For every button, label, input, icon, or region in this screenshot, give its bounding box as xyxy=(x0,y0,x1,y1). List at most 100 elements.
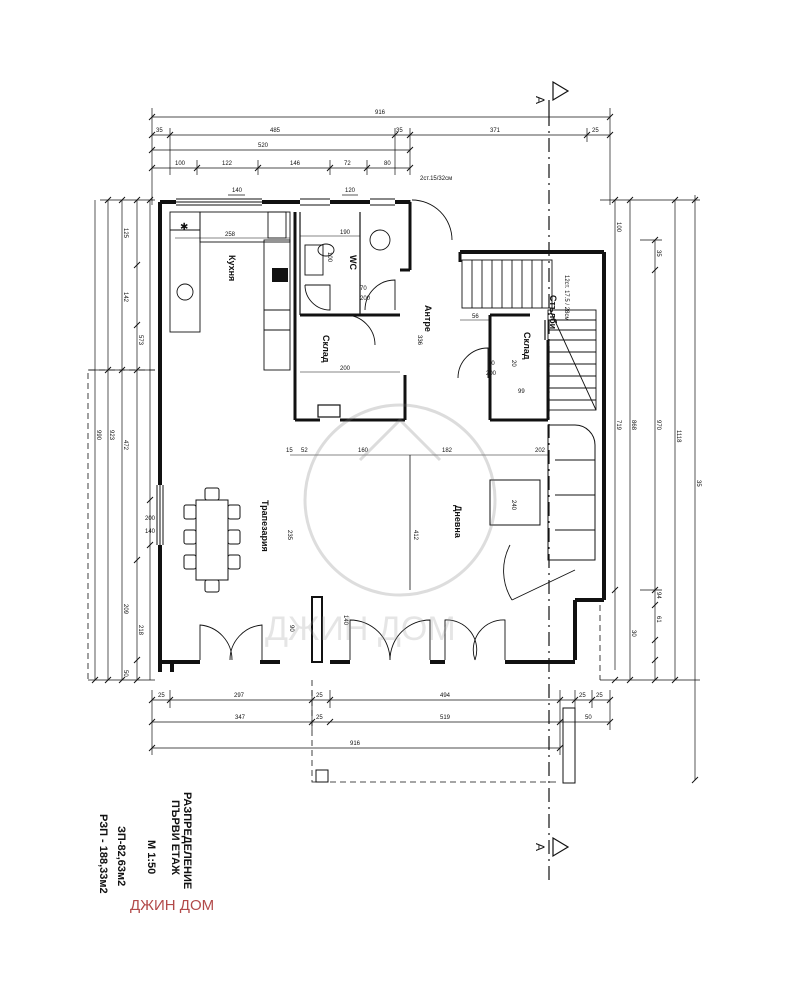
dim-top-b1: 520 xyxy=(258,143,269,149)
terrace-post xyxy=(315,769,329,783)
dim-right-3: 970 xyxy=(655,420,661,431)
dim-bottom-a1: 25 xyxy=(158,693,165,699)
dim-s70: 70 xyxy=(488,361,495,367)
dim-bottom-b1: 347 xyxy=(235,715,246,721)
bottom-dimension-lines xyxy=(151,690,611,755)
dim-right-6: 35 xyxy=(655,250,661,257)
west-window xyxy=(156,485,164,545)
dim-left-0: 125 xyxy=(122,228,128,239)
hob-icon: ✱ xyxy=(180,222,188,233)
dim-right-7: 94 xyxy=(655,592,661,599)
watermark-small-text: ДЖИН ДОМ xyxy=(130,897,214,914)
terrace-column xyxy=(562,707,576,784)
section-marker-bottom xyxy=(552,836,570,858)
room-label-kitchen: Кухня xyxy=(227,255,237,281)
dim-bottom-b2: 25 xyxy=(316,715,323,721)
dim-right-4: 1118 xyxy=(675,430,681,443)
dim-bottom-a2: 297 xyxy=(234,693,245,699)
dim-d200: 200 xyxy=(360,296,371,302)
room-label-wc: WC xyxy=(348,255,358,270)
dim-left-8: 209 xyxy=(122,604,128,615)
dim-r52: 52 xyxy=(301,448,308,454)
room-label-stairs: Стълби xyxy=(548,295,558,329)
caption-rzp: РЗП - 188,33м2 xyxy=(97,814,109,894)
watermark-logo xyxy=(303,403,497,597)
dim-left-2: 573 xyxy=(137,335,143,346)
section-label-bottom: A xyxy=(533,843,547,851)
dim-l90: 90 xyxy=(288,625,294,632)
dim-r182: 182 xyxy=(442,448,453,454)
interior-walls xyxy=(293,202,550,422)
dim-right-8: 61 xyxy=(655,616,661,623)
fireplace xyxy=(317,404,341,418)
wc-fixtures xyxy=(304,229,391,311)
kitchen-counter xyxy=(169,211,291,371)
section-label-top: A xyxy=(533,96,547,104)
north-windows xyxy=(176,198,395,206)
column-south xyxy=(311,596,323,663)
dim-w190: 190 xyxy=(340,230,351,236)
dim-right-9: 30 xyxy=(630,630,636,637)
sink-icon xyxy=(176,283,194,301)
dim-right-1: 719 xyxy=(615,420,621,431)
dim-left-3: 990 xyxy=(95,430,101,441)
chimney-icon xyxy=(272,268,288,282)
caption-line1: РАЗПРЕДЕЛЕНИЕ xyxy=(181,792,193,889)
dim-bottom-total: 916 xyxy=(350,741,361,747)
dim-s20: 20 xyxy=(510,360,516,367)
top-dimension-ticks xyxy=(148,113,614,172)
dim-s200: 200 xyxy=(486,371,497,377)
room-label-storage2: Склад xyxy=(522,332,532,360)
dim-c336: 336 xyxy=(416,335,422,346)
room-label-corridor: Антре xyxy=(423,305,433,332)
coffee-table xyxy=(489,479,541,526)
dim-right-5: 35 xyxy=(695,480,701,487)
dim-l235: 235 xyxy=(286,530,292,541)
sofa-l xyxy=(547,424,596,561)
watermark-main-text: ДЖИН ДОМ xyxy=(265,610,456,648)
dim-right-2: 868 xyxy=(630,420,636,431)
caption-zp: ЗП-82,63м2 xyxy=(115,826,127,886)
dim-l140: 140 xyxy=(342,615,348,626)
dim-left-6: 200 xyxy=(145,516,156,522)
dim-top-c3: 146 xyxy=(290,161,301,167)
dim-d240: 240 xyxy=(510,500,516,511)
bottom-dimension-ticks xyxy=(148,696,614,752)
dim-c56: 56 xyxy=(472,314,479,320)
caption-line2: ПЪРВИ ЕТАЖ xyxy=(169,800,181,875)
dim-top-c1: 100 xyxy=(175,161,186,167)
dim-top-a5: 25 xyxy=(592,128,599,134)
dim-l412: 412 xyxy=(412,530,418,541)
dim-top-c4: 72 xyxy=(344,161,351,167)
dim-top-a3: 35 xyxy=(396,128,403,134)
dim-left-1: 142 xyxy=(122,292,128,303)
dim-w200: 200 xyxy=(340,366,351,372)
dim-left-4: 923 xyxy=(108,430,114,441)
dim-top-a1: 35 xyxy=(156,128,163,134)
dim-left-7: 140 xyxy=(145,529,156,535)
stair-note: 2ст.15/32см xyxy=(420,176,452,182)
room-label-storage1: Склад xyxy=(321,335,331,363)
door-swings xyxy=(199,199,576,661)
dim-k258: 258 xyxy=(225,232,236,238)
dim-top-c2: 122 xyxy=(222,161,233,167)
room-label-dining: Трапезария xyxy=(260,500,270,552)
dim-bottom-a6: 25 xyxy=(596,693,603,699)
interior-dimension-lines xyxy=(175,235,548,456)
top-dimension-lines xyxy=(151,108,611,205)
section-marker-top xyxy=(548,80,570,112)
dim-top-d1: 140 xyxy=(232,188,243,194)
staircase xyxy=(461,259,597,411)
dim-r15: 15 xyxy=(286,448,293,454)
dim-top-d2: 120 xyxy=(345,188,356,194)
dim-top-a4: 371 xyxy=(490,128,501,134)
right-dimension-lines xyxy=(600,195,700,780)
dim-bottom-a5: 25 xyxy=(579,693,586,699)
dim-top-a2: 485 xyxy=(270,128,281,134)
dim-w100: 100 xyxy=(326,252,332,263)
dim-s99: 99 xyxy=(518,389,525,395)
dim-right-0: 100 xyxy=(615,222,621,233)
thin-partitions xyxy=(299,212,546,340)
dim-bottom-a4: 494 xyxy=(440,693,451,699)
